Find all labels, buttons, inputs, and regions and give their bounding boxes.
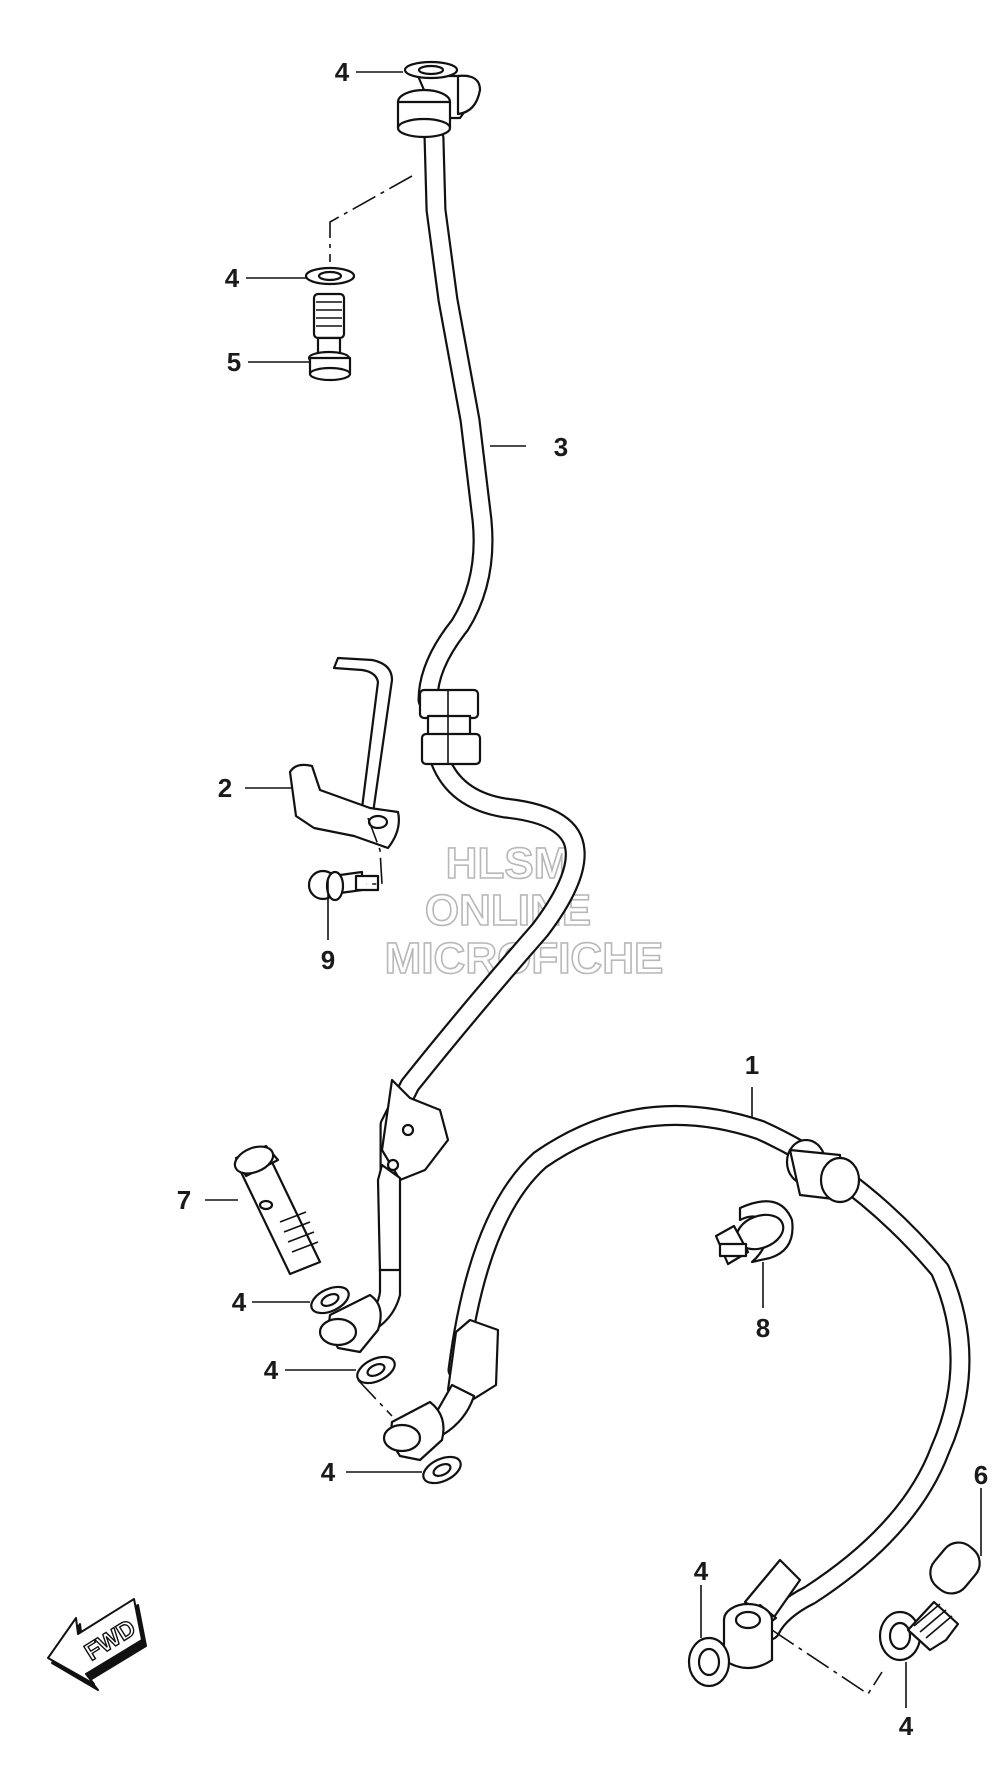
washer-right-left xyxy=(687,1636,731,1688)
upper-brake-hose xyxy=(318,74,586,1354)
forward-arrow-icon: FWD xyxy=(47,1598,147,1691)
callout-4-mid-1: 4 xyxy=(232,1287,247,1317)
hose-bracket xyxy=(288,656,400,850)
hose-grommet xyxy=(418,688,482,766)
union-bolt-upper xyxy=(307,292,352,382)
hose-joint-plate xyxy=(380,1078,450,1182)
callout-6: 6 xyxy=(974,1460,988,1490)
washer-top xyxy=(403,60,459,80)
lower-hose-grommet xyxy=(785,1138,861,1204)
union-bolt-6 xyxy=(906,1541,981,1652)
washer-right-right xyxy=(878,1610,922,1662)
callout-4-right-top: 4 xyxy=(694,1556,709,1586)
callout-1: 1 xyxy=(745,1050,759,1080)
alignment-lines xyxy=(329,175,883,1696)
lower-brake-hose xyxy=(382,1104,971,1670)
callout-4-mid-3: 4 xyxy=(321,1457,336,1487)
callout-7: 7 xyxy=(177,1185,191,1215)
callout-4-top: 4 xyxy=(335,57,350,87)
callout-numbers: 4 4 5 3 2 9 1 7 4 4 4 8 6 4 4 xyxy=(177,57,988,1741)
callout-3: 3 xyxy=(554,432,568,462)
washer-mid-3 xyxy=(422,1455,462,1485)
watermark-line-1: HLSM xyxy=(446,839,571,888)
callout-9: 9 xyxy=(321,945,335,975)
callout-4-mid-2: 4 xyxy=(264,1355,279,1385)
union-bolt-7 xyxy=(233,1144,322,1276)
washer-mid-2 xyxy=(356,1355,396,1385)
callout-8: 8 xyxy=(756,1313,770,1343)
hose-clamp xyxy=(714,1200,794,1266)
callout-5: 5 xyxy=(227,347,241,377)
callout-2: 2 xyxy=(218,773,232,803)
washer-upper xyxy=(304,266,356,286)
callout-4-right-bottom: 4 xyxy=(899,1711,914,1741)
leader-lines xyxy=(205,71,982,1708)
washer-mid-1 xyxy=(310,1285,350,1315)
bracket-bolt xyxy=(307,869,380,902)
callout-4-upper: 4 xyxy=(225,263,240,293)
